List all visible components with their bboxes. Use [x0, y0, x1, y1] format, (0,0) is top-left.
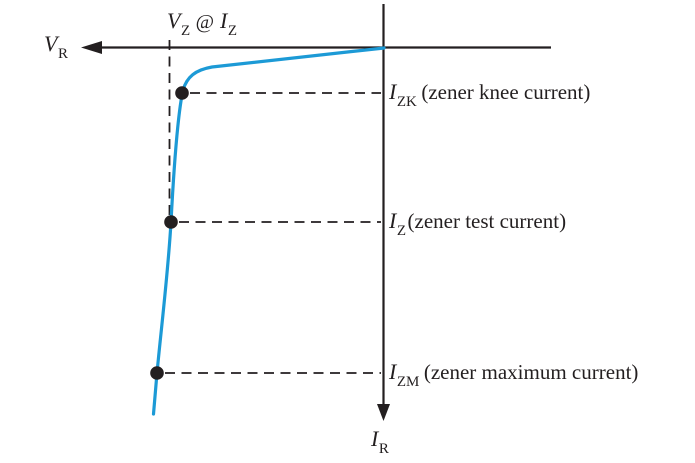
ir-axis-arrowhead-icon: [377, 404, 390, 421]
at-sign: @: [195, 11, 215, 33]
zener-curve: [151, 46, 386, 416]
iz-description: (zener test current): [407, 209, 567, 233]
iz-annotation-label: IZ(zener test current): [389, 208, 567, 239]
iz-subscript-ann: Z: [396, 223, 406, 240]
izk-subscript: ZK: [396, 94, 417, 111]
iz-symbol-ann: I: [389, 208, 397, 233]
iz-point-dot: [164, 215, 178, 229]
vr-symbol: V: [44, 31, 58, 56]
vz-subscript: Z: [180, 23, 191, 40]
vz-at-iz-label: VZ@IZ: [167, 8, 237, 39]
vr-axis-label: VR: [44, 31, 68, 62]
vr-subscript: R: [57, 46, 68, 63]
izm-point-dot: [150, 366, 164, 380]
izm-annotation-label: IZM(zener maximum current): [389, 359, 639, 390]
ir-subscript: R: [378, 441, 389, 458]
izk-description: (zener knee current): [421, 80, 591, 104]
izm-subscript: ZM: [396, 374, 420, 391]
ir-axis-label: IR: [371, 426, 389, 457]
vr-axis-arrowhead-icon: [81, 41, 102, 54]
iz-symbol: I: [220, 8, 228, 33]
izm-description: (zener maximum current): [423, 360, 639, 384]
izk-symbol: I: [389, 79, 397, 104]
ir-symbol: I: [371, 426, 379, 451]
iz-subscript: Z: [227, 23, 238, 40]
vz-symbol: V: [167, 8, 181, 33]
izk-point-dot: [175, 86, 189, 100]
izk-annotation-label: IZK(zener knee current): [389, 79, 591, 110]
izm-symbol: I: [389, 359, 397, 384]
